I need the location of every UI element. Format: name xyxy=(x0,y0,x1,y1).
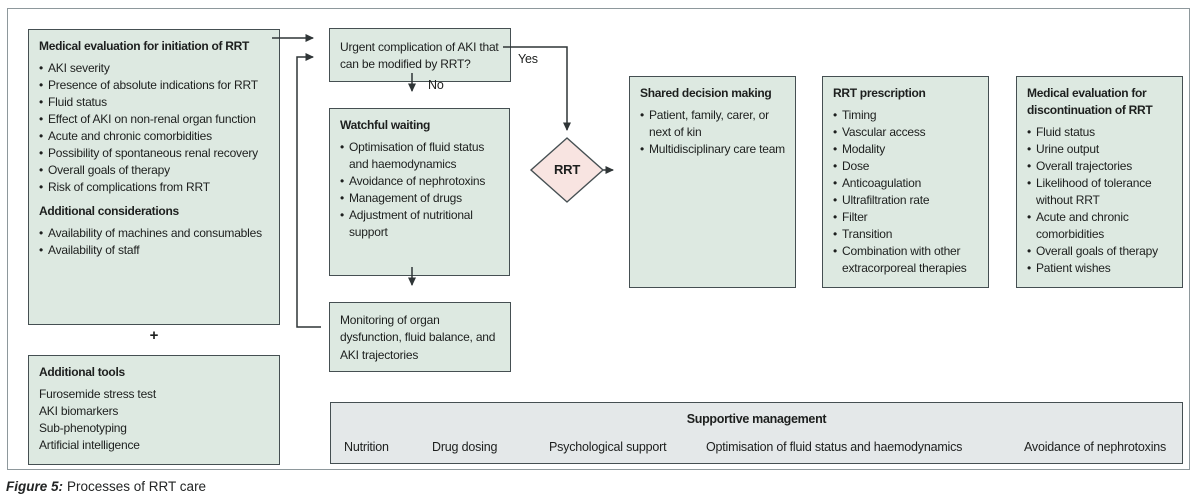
box-urgent-complication: Urgent complication of AKI that can be m… xyxy=(329,28,511,82)
bar-item: Psychological support xyxy=(549,440,667,454)
figure-caption: Figure 5:Processes of RRT care xyxy=(6,479,206,494)
list-item: Acute and chronic comorbidities xyxy=(1027,209,1176,243)
figure-caption-number: Figure 5: xyxy=(6,479,64,494)
list-item: Ultrafiltration rate xyxy=(833,192,982,209)
box-watchful-waiting: Watchful waiting Optimisation of fluid s… xyxy=(329,108,510,276)
box-title: Medical evaluation for initiation of RRT xyxy=(39,39,250,53)
list-item: Acute and chronic comorbidities xyxy=(39,128,273,145)
box-rrt-prescription: RRT prescription Timing Vascular access … xyxy=(822,76,989,288)
plus-connector: + xyxy=(149,327,159,344)
list-item: Optimisation of fluid status and haemody… xyxy=(340,139,503,173)
bullet-list: Patient, family, carer, or next of kin M… xyxy=(640,107,789,158)
list-item: Patient wishes xyxy=(1027,260,1176,277)
box-title: Additional tools xyxy=(39,365,125,379)
list-item: Overall goals of therapy xyxy=(39,162,273,179)
box-title: Watchful waiting xyxy=(340,118,431,132)
box-text: Monitoring of organ dysfunction, fluid b… xyxy=(340,313,496,362)
box-shared-decision-making: Shared decision making Patient, family, … xyxy=(629,76,796,288)
list-item: Adjustment of nutritional support xyxy=(340,207,503,241)
list-item: Fluid status xyxy=(1027,124,1176,141)
no-branch-label: No xyxy=(428,78,444,92)
bar-item: Drug dosing xyxy=(432,440,498,454)
list-item: AKI biomarkers xyxy=(39,404,119,419)
list-item: Sub-phenotyping xyxy=(39,421,127,436)
list-item: AKI severity xyxy=(39,60,273,77)
list-item: Availability of staff xyxy=(39,242,273,259)
box-title: Shared decision making xyxy=(640,86,772,100)
list-item: Avoidance of nephrotoxins xyxy=(340,173,503,190)
list-item: Fluid status xyxy=(39,94,273,111)
list-item: Management of drugs xyxy=(340,190,503,207)
box-title: RRT prescription xyxy=(833,86,926,100)
list-item: Possibility of spontaneous renal recover… xyxy=(39,145,273,162)
rrt-decision-label: RRT xyxy=(553,162,581,177)
list-item: Likelihood of tolerance without RRT xyxy=(1027,175,1176,209)
bullet-list: Optimisation of fluid status and haemody… xyxy=(340,139,503,241)
list-item: Effect of AKI on non-renal organ functio… xyxy=(39,111,273,128)
list-item: Presence of absolute indications for RRT xyxy=(39,77,273,94)
bar-item: Optimisation of fluid status and haemody… xyxy=(706,440,963,454)
figure-frame: Medical evaluation for initiation of RRT… xyxy=(7,8,1190,470)
list-item: Furosemide stress test xyxy=(39,387,156,402)
box-medical-evaluation-initiation: Medical evaluation for initiation of RRT… xyxy=(28,29,280,325)
box-monitoring: Monitoring of organ dysfunction, fluid b… xyxy=(329,302,511,372)
list-item: Availability of machines and consumables xyxy=(39,225,273,242)
box-subtitle: Additional considerations xyxy=(39,204,179,219)
bar-title: Supportive management xyxy=(686,412,827,426)
bullet-list: Timing Vascular access Modality Dose Ant… xyxy=(833,107,982,277)
list-item: Overall trajectories xyxy=(1027,158,1176,175)
bar-item: Nutrition xyxy=(344,440,389,454)
list-item: Overall goals of therapy xyxy=(1027,243,1176,260)
list-item: Timing xyxy=(833,107,982,124)
list-item: Modality xyxy=(833,141,982,158)
list-item: Transition xyxy=(833,226,982,243)
box-medical-evaluation-discontinuation: Medical evaluation for discontinuation o… xyxy=(1016,76,1183,288)
list-item: Multidisciplinary care team xyxy=(640,141,789,158)
plain-list: Furosemide stress test AKI biomarkers Su… xyxy=(39,386,273,454)
bar-item: Avoidance of nephrotoxins xyxy=(1024,440,1167,454)
list-item: Filter xyxy=(833,209,982,226)
list-item: Combination with other extracorporeal th… xyxy=(833,243,982,277)
box-additional-tools: Additional tools Furosemide stress test … xyxy=(28,355,280,465)
list-item: Dose xyxy=(833,158,982,175)
list-item: Anticoagulation xyxy=(833,175,982,192)
bullet-list: AKI severity Presence of absolute indica… xyxy=(39,60,273,196)
yes-branch-label: Yes xyxy=(518,52,538,66)
list-item: Artificial intelligence xyxy=(39,438,140,453)
list-item: Vascular access xyxy=(833,124,982,141)
supportive-management-bar: Supportive management Nutrition Drug dos… xyxy=(330,402,1183,464)
list-item: Risk of complications from RRT xyxy=(39,179,273,196)
bullet-list: Fluid status Urine output Overall trajec… xyxy=(1027,124,1176,277)
list-item: Urine output xyxy=(1027,141,1176,158)
figure-caption-title: Processes of RRT care xyxy=(67,479,207,494)
box-title: Medical evaluation for discontinuation o… xyxy=(1027,86,1153,118)
box-text: Urgent complication of AKI that can be m… xyxy=(340,39,499,71)
bullet-list: Availability of machines and consumables… xyxy=(39,225,273,259)
list-item: Patient, family, carer, or next of kin xyxy=(640,107,789,141)
